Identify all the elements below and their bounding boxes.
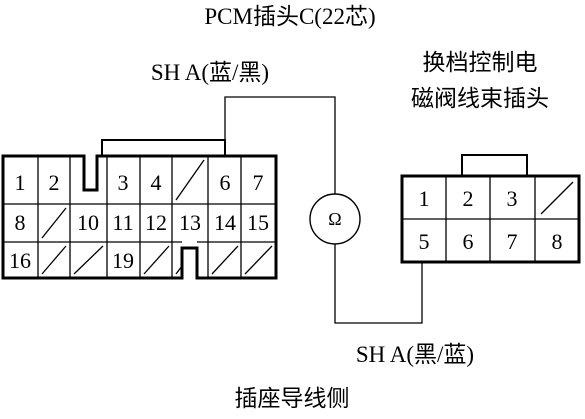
pcm-pin-labels: 1 2 3 4 6 7 8 10 11 12 13 14 15 16 19 [9, 170, 269, 273]
pcm-blank-slash [244, 245, 273, 275]
pcm-blank-slash [143, 245, 170, 275]
ohm-symbol: Ω [328, 209, 341, 229]
pcm-blank-slash [41, 245, 67, 275]
pcm-pin: 8 [15, 210, 26, 235]
solenoid-connector-title-line1: 换档控制电 [423, 50, 538, 75]
pcm-pin: 16 [9, 248, 31, 273]
pcm-blank-slash [211, 245, 239, 275]
pcm-pin: 19 [112, 248, 134, 273]
wire-bottom-label: SH A(黑/蓝) [356, 342, 474, 367]
pcm-blank-slashes [41, 159, 273, 275]
pcm-pin: 10 [77, 210, 99, 235]
solenoid-blank-slash [540, 181, 574, 215]
solenoid-pin: 6 [463, 229, 474, 254]
solenoid-grid [402, 176, 579, 262]
solenoid-pin: 7 [507, 229, 518, 254]
solenoid-pin: 1 [419, 186, 430, 211]
solenoid-pin-labels: 1 2 3 5 6 7 8 [419, 186, 563, 254]
wire-top [224, 96, 336, 194]
pcm-blank-slash [41, 207, 67, 239]
wire-top-label: SH A(蓝/黑) [151, 60, 269, 85]
ohmmeter-circle [309, 193, 361, 245]
solenoid-pin: 3 [507, 186, 518, 211]
solenoid-connector-title-line2: 磁阀线束插头 [411, 86, 549, 111]
pcm-blank-slash [175, 265, 183, 275]
pcm-pin: 2 [49, 170, 60, 195]
pcm-pin: 14 [214, 210, 236, 235]
pcm-pin: 3 [118, 170, 129, 195]
solenoid-pin: 5 [419, 229, 430, 254]
pcm-blank-slash [175, 159, 205, 201]
pcm-pin: 11 [112, 210, 133, 235]
pcm-pin: 12 [145, 210, 167, 235]
pcm-connector-frame [1, 154, 278, 280]
pcm-blank-slash [73, 245, 104, 275]
pcm-pin: 4 [151, 170, 162, 195]
pcm-connector-title: PCM插头C(22芯) [204, 4, 375, 29]
pcm-pin: 7 [253, 170, 264, 195]
solenoid-pin: 8 [552, 229, 563, 254]
pcm-pin: 15 [247, 210, 269, 235]
pcm-latch-tab [101, 139, 226, 157]
pcm-pin: 1 [15, 170, 26, 195]
pcm-pin: 6 [220, 170, 231, 195]
caption-wire-side: 插座导线侧 [235, 386, 350, 411]
wire-bottom [334, 244, 423, 324]
pcm-pin: 13 [179, 210, 201, 235]
solenoid-pin: 2 [463, 186, 474, 211]
solenoid-latch-tab [461, 154, 528, 177]
pcm-grid [3, 156, 276, 278]
